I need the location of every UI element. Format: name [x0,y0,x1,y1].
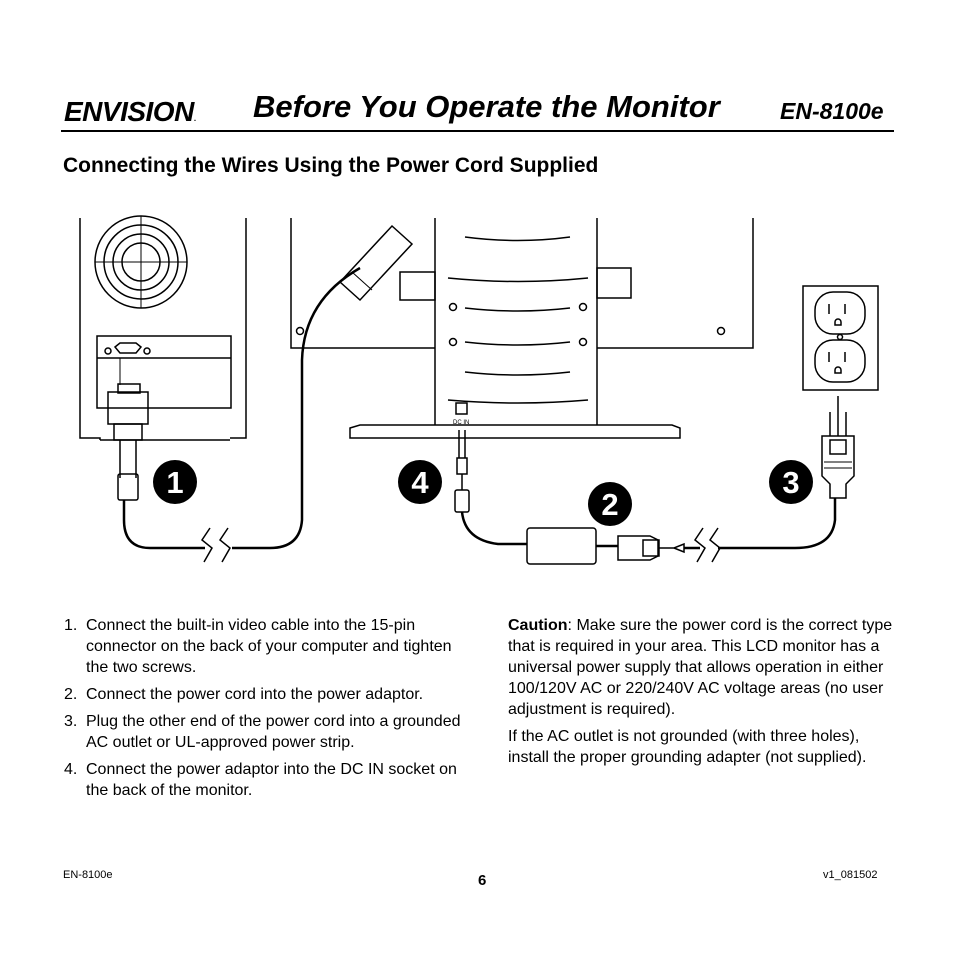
page-title: Before You Operate the Monitor [253,89,720,124]
section-heading: Connecting the Wires Using the Power Cor… [63,154,599,177]
step-text: Plug the other end of the power cord int… [86,713,461,751]
step-marker-2-label: 2 [601,487,618,522]
list-item: 4. Connect the power adaptor into the DC … [62,759,472,801]
logo-text: ENVISION [64,96,194,127]
brand-logo: ENVISION. [64,96,196,128]
step-marker-1-label: 1 [166,465,183,500]
monitor [290,218,754,439]
wall-outlet [802,285,879,391]
caution-label: Caution [508,617,568,634]
computer-tower [79,215,247,441]
instruction-list: 1. Connect the built-in video cable into … [62,615,472,807]
step-marker-1: 1 [153,460,197,504]
notes-column: Caution: Make sure the power cord is the… [508,615,893,774]
list-item: 1. Connect the built-in video cable into … [62,615,472,678]
step-number: 1. [64,617,78,634]
step-marker-3: 3 [769,460,813,504]
caution-paragraph: Caution: Make sure the power cord is the… [508,615,893,720]
list-item: 3. Plug the other end of the power cord i… [62,711,472,753]
power-plug [821,396,855,499]
header-divider [61,130,894,132]
dc-in-label: DC IN [453,420,469,426]
step-text: Connect the built-in video cable into th… [86,617,452,676]
step-number: 3. [64,713,78,730]
step-marker-2: 2 [588,482,632,526]
step-text: Connect the power cord into the power ad… [86,686,424,703]
step-marker-4-label: 4 [411,465,429,500]
page-number: 6 [478,872,487,889]
step-number: 2. [64,686,78,703]
step-number: 4. [64,761,78,778]
power-adaptor [454,430,837,565]
step-marker-3-label: 3 [782,465,799,500]
footer-model: EN-8100e [63,869,113,881]
step-marker-4: 4 [398,460,442,504]
vga-cable [107,266,361,563]
caution-text: : Make sure the power cord is the correc… [508,617,893,718]
step-text: Connect the power adaptor into the DC IN… [86,761,457,799]
model-name: EN-8100e [780,98,884,124]
list-item: 2. Connect the power cord into the power … [62,684,472,705]
grounding-note: If the AC outlet is not grounded (with t… [508,728,867,766]
logo-mark: . [193,114,196,123]
footer-version: v1_081502 [823,869,878,881]
